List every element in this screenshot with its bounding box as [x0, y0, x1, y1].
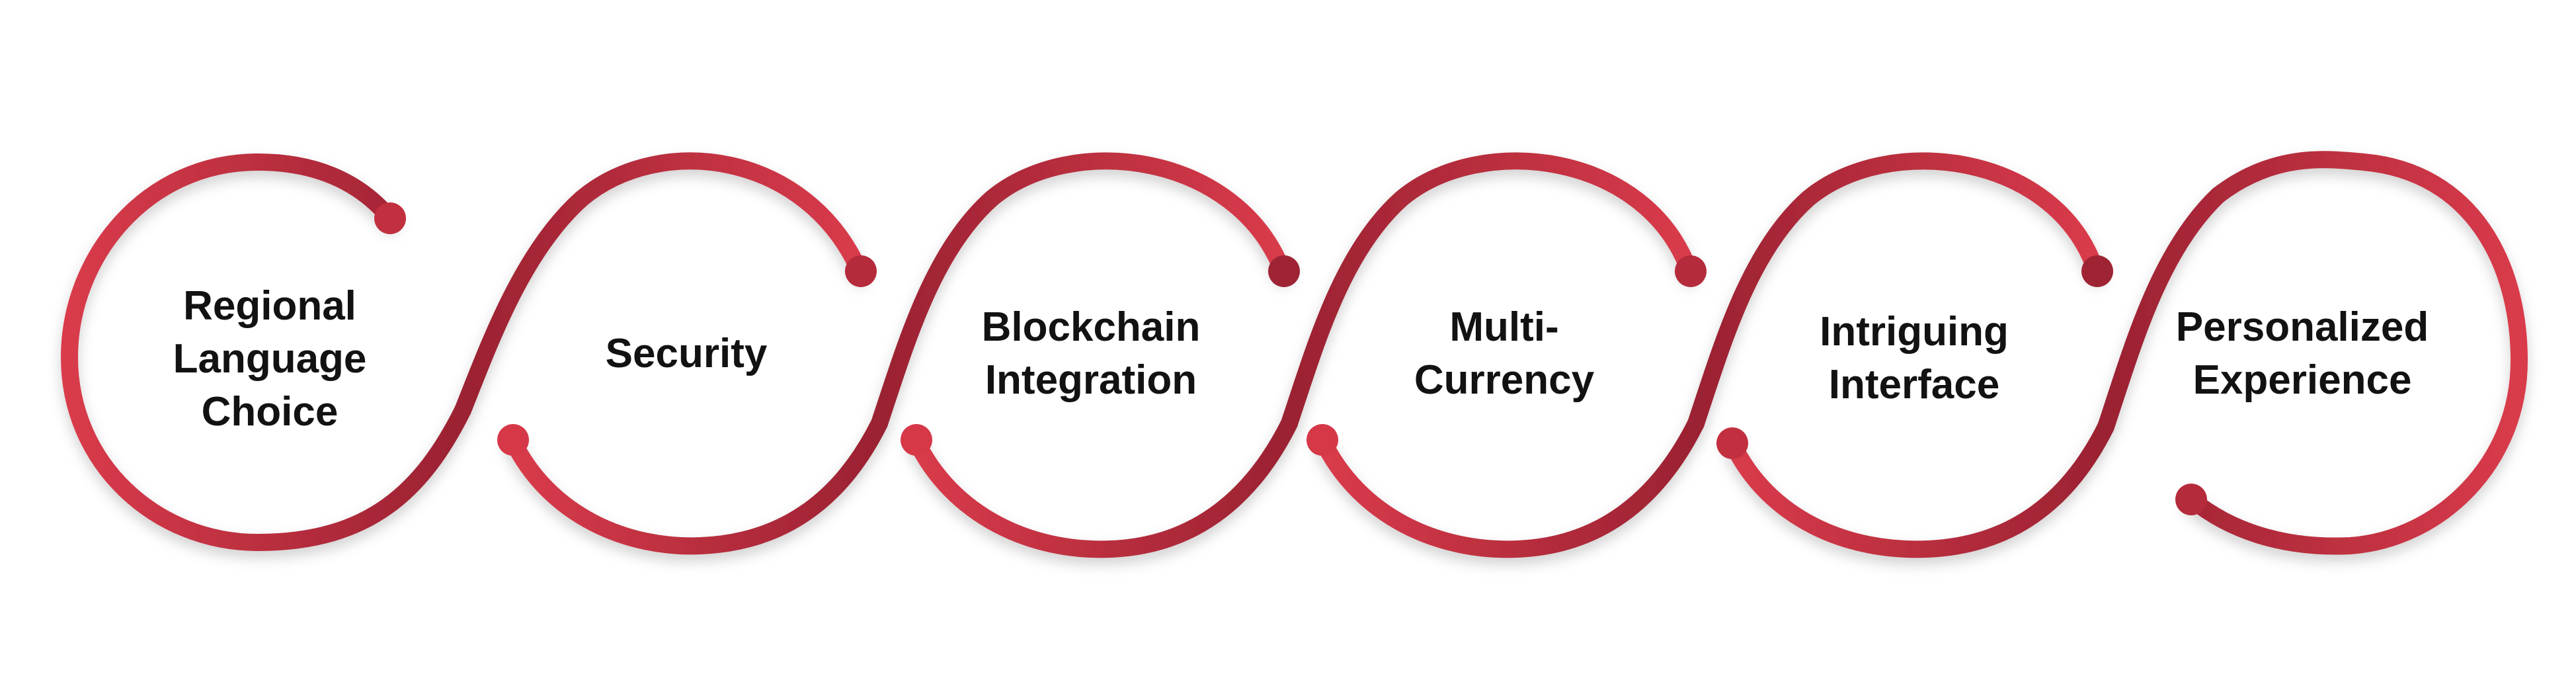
end-dot-2	[845, 255, 877, 287]
step-label-1-line-1: Regional	[183, 283, 356, 329]
step-label-3-line-2: Integration	[985, 357, 1197, 403]
end-dot-4	[1268, 255, 1300, 287]
end-dot-5	[901, 424, 932, 456]
step-label-5-line-2: Interface	[1828, 362, 2000, 408]
loop-6-arc	[2097, 151, 2528, 555]
wave-connector-1	[454, 152, 868, 419]
step-label-5: Intriguing Interface	[1742, 306, 2086, 411]
loop-2-bottom-arc	[504, 415, 888, 555]
end-dot-8	[2081, 255, 2113, 287]
loop-5-bottom-arc	[1724, 418, 2114, 558]
step-label-1-line-2: Language	[173, 336, 367, 382]
step-label-3-line-1: Blockchain	[981, 304, 1201, 350]
end-dot-10	[2175, 484, 2207, 515]
step-label-2-line-1: Security	[605, 331, 768, 376]
step-label-3: Blockchain Integration	[919, 301, 1263, 407]
wave-connector-4	[1687, 152, 2105, 432]
loop-3-bottom-arc	[907, 415, 1298, 558]
end-dot-6	[1675, 255, 1707, 287]
step-label-1: Regional Language Choice	[98, 280, 442, 439]
step-label-4: Multi- Currency	[1332, 301, 1676, 407]
step-label-6-line-1: Personalized	[2175, 304, 2429, 350]
step-label-4-line-1: Multi-	[1449, 304, 1559, 350]
loop-1-arc	[60, 153, 471, 552]
step-label-2: Security	[514, 327, 858, 380]
end-dot-9	[1716, 427, 1748, 459]
end-dot-1	[374, 202, 406, 234]
step-label-4-line-2: Currency	[1414, 357, 1595, 403]
wave-connector-3	[1281, 152, 1698, 432]
end-dot-3	[497, 424, 529, 456]
step-label-5-line-1: Intriguing	[1820, 309, 2009, 355]
step-label-6: Personalized Experience	[2130, 301, 2474, 407]
step-label-6-line-2: Experience	[2193, 357, 2412, 403]
loop-4-bottom-arc	[1314, 415, 1705, 558]
wave-connector-2	[871, 152, 1291, 432]
end-dot-7	[1307, 424, 1338, 456]
step-label-1-line-3: Choice	[201, 389, 339, 435]
